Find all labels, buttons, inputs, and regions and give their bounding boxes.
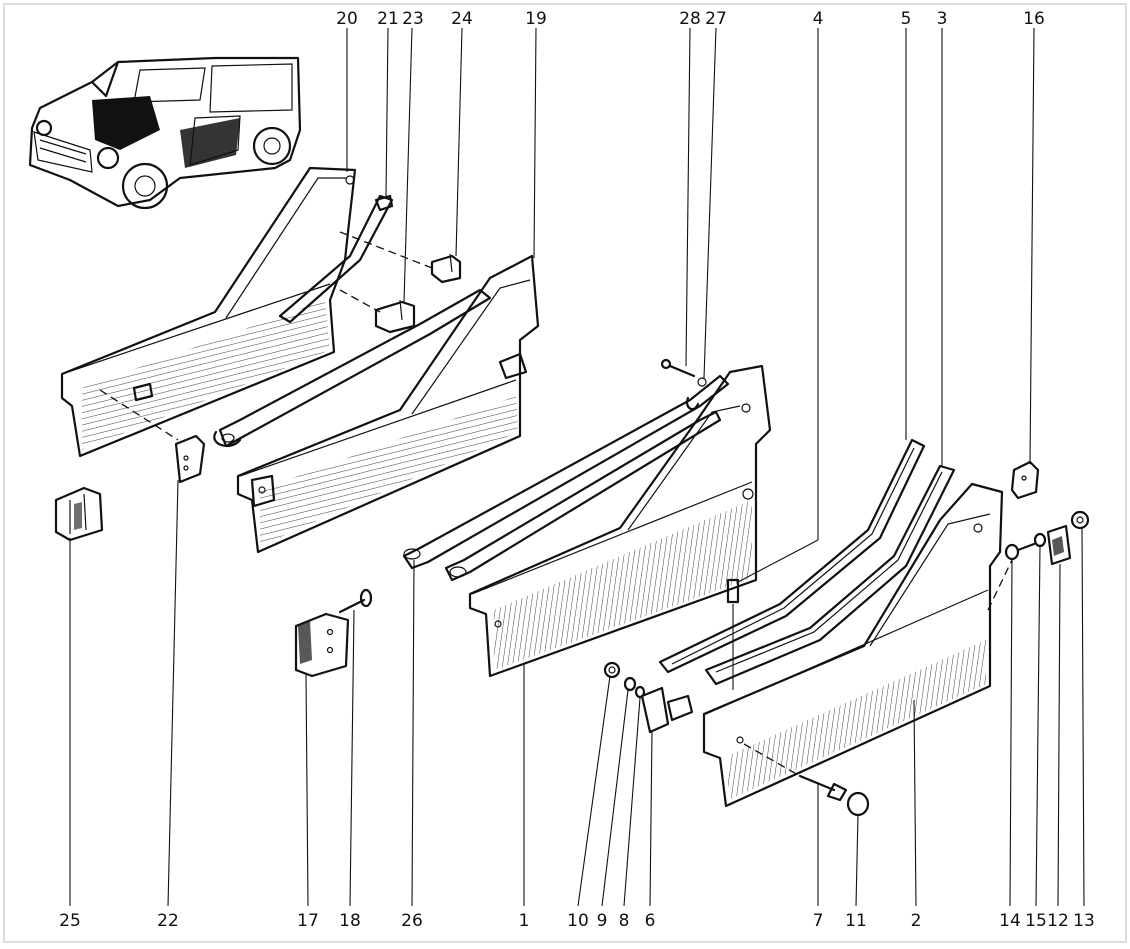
part-26-rod xyxy=(213,288,492,448)
diagram-border xyxy=(3,3,1127,943)
part-5-strip xyxy=(658,438,926,674)
callout-20: 20 xyxy=(336,9,358,29)
part-2-sill-panel xyxy=(702,482,1004,808)
callout-25: 25 xyxy=(59,911,81,931)
callout-26: 26 xyxy=(401,911,423,931)
callout-9: 9 xyxy=(597,911,608,931)
callout-27: 27 xyxy=(705,9,727,29)
callout-5: 5 xyxy=(901,9,912,29)
part-23-bracket xyxy=(374,299,416,334)
part-6-bracket xyxy=(640,686,694,734)
assembly-line-23 xyxy=(339,289,381,313)
part-16-bracket xyxy=(1010,460,1040,500)
part-1-sill-panel xyxy=(468,364,772,678)
part-17-bracket xyxy=(294,612,350,678)
part-24-bracket xyxy=(430,253,462,284)
part-27-clip xyxy=(686,377,707,411)
callout-4: 4 xyxy=(813,9,824,29)
part-18-bolt xyxy=(338,588,373,614)
callout-17: 17 xyxy=(297,911,319,931)
callouts-top: 20 21 23 24 19 28 27 4 5 3 16 xyxy=(336,9,1045,29)
part-7-bolt xyxy=(798,774,848,802)
callout-21: 21 xyxy=(377,9,399,29)
part-13-nut xyxy=(1070,510,1090,530)
callout-28: 28 xyxy=(679,9,701,29)
part-25-hinge xyxy=(54,486,104,542)
callout-11: 11 xyxy=(845,911,867,931)
callout-19: 19 xyxy=(525,9,547,29)
callout-10: 10 xyxy=(567,911,589,931)
callout-1: 1 xyxy=(519,911,530,931)
vehicle-inset xyxy=(28,56,302,210)
callout-8: 8 xyxy=(619,911,630,931)
part-27-rod xyxy=(402,374,730,582)
callout-23: 23 xyxy=(402,9,424,29)
part-19-sill-panel xyxy=(236,254,540,554)
callouts-bottom: 25 22 17 18 26 1 10 9 8 6 7 11 2 14 15 1… xyxy=(59,911,1095,931)
callout-6: 6 xyxy=(645,911,656,931)
assembly-line-14 xyxy=(987,559,1013,611)
assembly-line-7 xyxy=(743,743,801,777)
callout-12: 12 xyxy=(1047,911,1069,931)
callout-22: 22 xyxy=(157,911,179,931)
part-14-bolt xyxy=(1004,542,1036,561)
callout-2: 2 xyxy=(911,911,922,931)
callout-13: 13 xyxy=(1073,911,1095,931)
callout-18: 18 xyxy=(339,911,361,931)
part-11-cap xyxy=(846,791,870,817)
part-12-clip xyxy=(1046,524,1072,566)
callout-14: 14 xyxy=(999,911,1021,931)
part-9-washer xyxy=(623,676,637,692)
leader-lines xyxy=(69,27,1085,907)
callout-3: 3 xyxy=(937,9,948,29)
part-15-washer xyxy=(1033,532,1047,548)
part-20-sill-panel xyxy=(60,166,357,458)
callout-16: 16 xyxy=(1023,9,1045,29)
part-22-bracket xyxy=(174,434,206,484)
part-21-strip xyxy=(278,194,394,324)
callout-24: 24 xyxy=(451,9,473,29)
assembly-line-24 xyxy=(339,231,433,269)
callout-15: 15 xyxy=(1025,911,1047,931)
part-28-bolt xyxy=(660,358,696,378)
assembly-line-22 xyxy=(99,389,179,441)
part-10-nut xyxy=(603,661,621,679)
callout-7: 7 xyxy=(813,911,824,931)
part-3-strip xyxy=(704,464,956,686)
part-8-washer xyxy=(634,685,646,699)
